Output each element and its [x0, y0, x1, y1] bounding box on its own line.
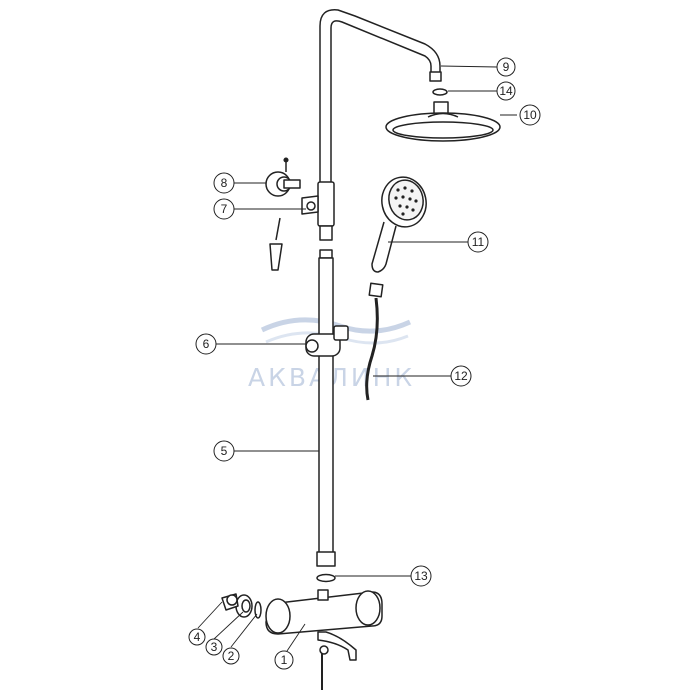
svg-text:10: 10 [523, 108, 537, 122]
callout-14[interactable]: 14 [496, 81, 516, 101]
upper-arm-pipe-inner [330, 20, 432, 183]
svg-text:2: 2 [228, 649, 235, 663]
svg-text:4: 4 [194, 630, 201, 644]
arm-end-nut [429, 71, 442, 82]
overhead-shower-head-face [392, 121, 494, 139]
svg-text:14: 14 [499, 84, 513, 98]
callout-4[interactable]: 4 [188, 628, 206, 646]
mixer-outlet-up [317, 589, 329, 601]
rail-bottom-nut [316, 551, 336, 567]
decor-cup-3-inner [241, 599, 251, 613]
callout-5[interactable]: 5 [213, 440, 235, 462]
mixer-side-valve [319, 645, 329, 655]
hose-connector-top [368, 282, 384, 298]
rail-tee-upper [317, 181, 335, 227]
callout-10[interactable]: 10 [519, 104, 541, 126]
parts [221, 9, 501, 690]
svg-text:12: 12 [454, 369, 468, 383]
svg-text:3: 3 [211, 640, 218, 654]
callout-11[interactable]: 11 [467, 231, 489, 253]
upper-arm-pipe [319, 9, 441, 183]
hand-shower-nozzles [394, 186, 418, 216]
svg-text:5: 5 [221, 444, 228, 458]
slider-cradle [333, 325, 349, 341]
callout-13[interactable]: 13 [410, 565, 432, 587]
callout-7[interactable]: 7 [213, 198, 235, 220]
svg-text:11: 11 [472, 235, 485, 249]
mixer-right-handle [355, 590, 381, 626]
callouts: 9 14 10 8 7 11 6 12 [188, 57, 541, 670]
leader-1 [286, 623, 306, 652]
svg-text:7: 7 [221, 202, 228, 216]
washer-13 [316, 573, 336, 583]
svg-text:9: 9 [503, 60, 510, 74]
bath-spout [317, 631, 357, 661]
mixer-left-handle [265, 598, 291, 634]
leader-2 [230, 613, 258, 648]
overhead-shower-head [385, 112, 501, 142]
wall-bracket-arm [283, 179, 301, 189]
eccentric-4-nut [226, 594, 238, 606]
leader-3 [213, 611, 244, 640]
callout-2[interactable]: 2 [222, 647, 240, 665]
hand-shower-handle [371, 221, 397, 273]
rail-top-connector [319, 249, 333, 259]
svg-text:13: 13 [414, 569, 428, 583]
svg-text:6: 6 [203, 337, 210, 351]
callout-leaders [197, 65, 517, 652]
svg-text:1: 1 [281, 653, 288, 667]
callout-1[interactable]: 1 [274, 650, 294, 670]
callout-12[interactable]: 12 [450, 365, 472, 387]
head-top-dome [427, 112, 459, 118]
callout-8[interactable]: 8 [213, 172, 235, 194]
wall-screw [275, 217, 281, 241]
bracket-screw-head [283, 157, 289, 163]
leader-9 [440, 65, 498, 68]
slide-rail [318, 257, 334, 559]
leader-4 [197, 601, 223, 629]
diverter-knob [306, 201, 316, 211]
callout-9[interactable]: 9 [496, 57, 516, 77]
wall-dowel [269, 243, 283, 271]
callout-3[interactable]: 3 [205, 638, 223, 656]
mixer-body [265, 591, 383, 635]
rail-tee-nut [319, 225, 333, 241]
shower-hose [365, 297, 379, 401]
washer-14 [432, 88, 448, 96]
svg-text:8: 8 [221, 176, 228, 190]
slider-knob [305, 339, 319, 353]
callout-6[interactable]: 6 [195, 333, 217, 355]
